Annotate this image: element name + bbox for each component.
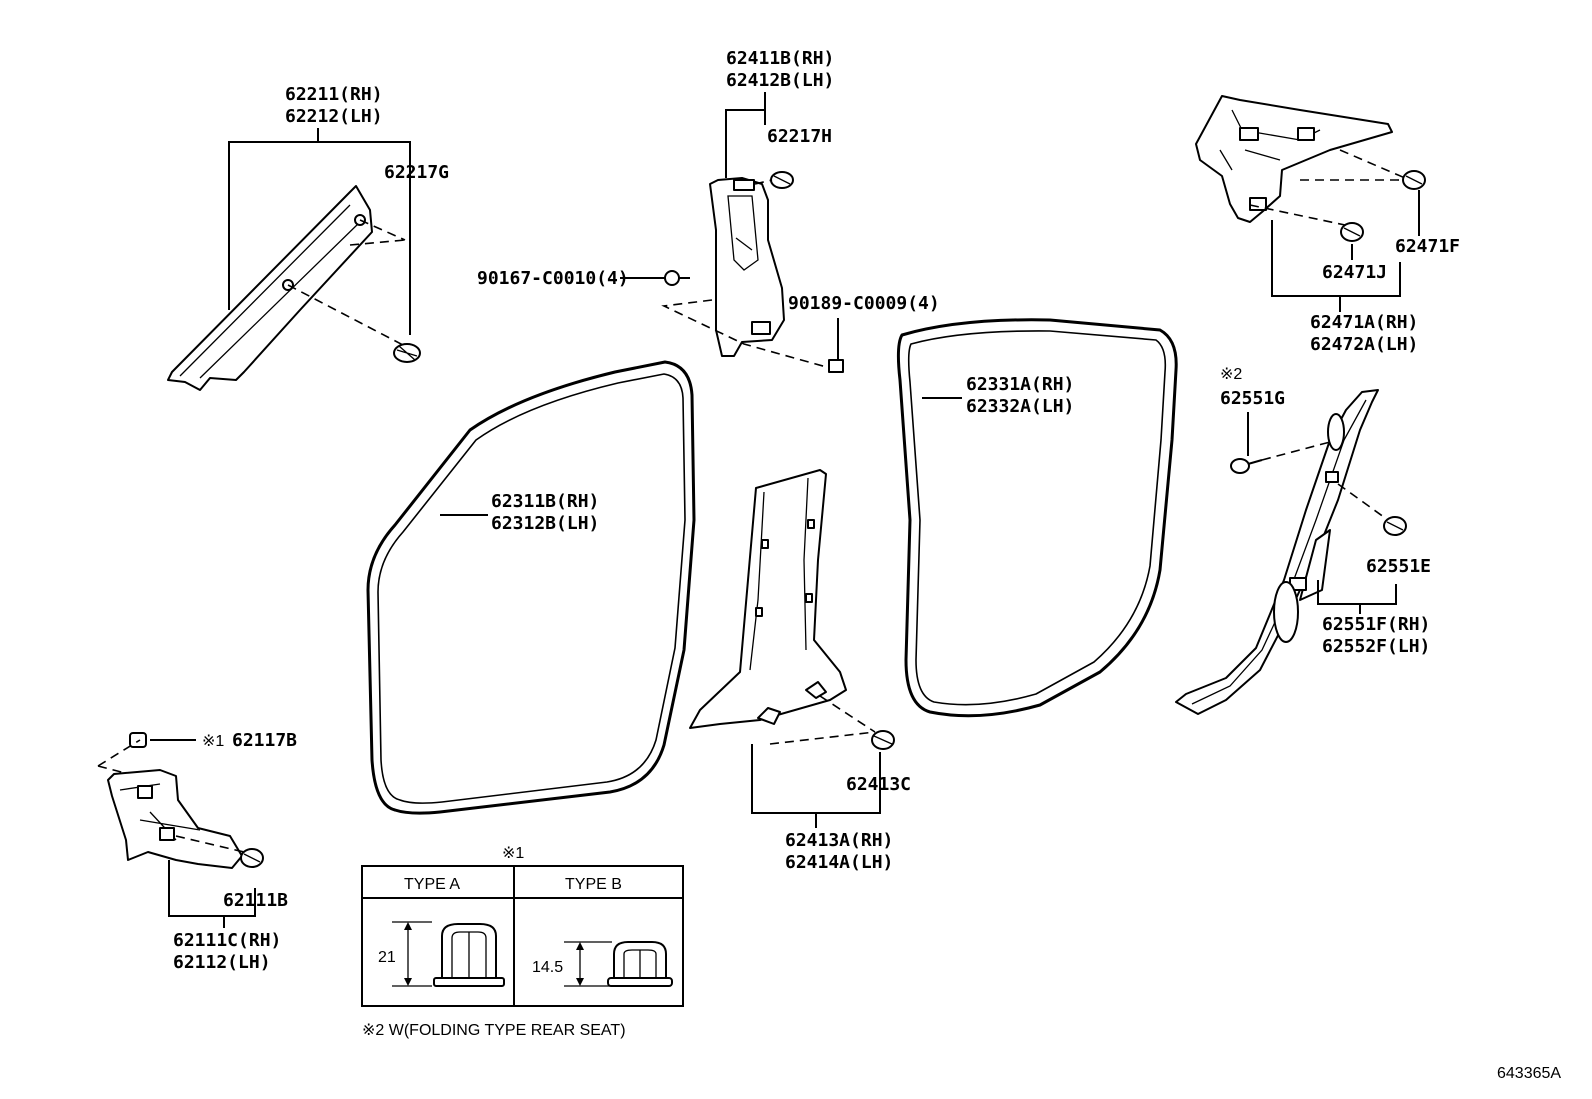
- screw-90167-icon: [664, 270, 690, 286]
- clip-62413C-icon: [871, 730, 895, 750]
- clip-62471F-label: 62471F: [1395, 236, 1460, 257]
- a-pillar-lh-label: 62212(LH): [285, 106, 383, 127]
- package-tray-lh-label: 62472A(LH): [1310, 334, 1418, 355]
- package-tray-rh-label: 62471A(RH): [1310, 312, 1418, 333]
- front-weatherstrip-lh-label: 62312B(LH): [491, 513, 599, 534]
- clip-62551E-icon: [1383, 516, 1407, 536]
- nut-90189-icon: [828, 359, 844, 373]
- b-pillar-upper-lh-label: 62412B(LH): [726, 70, 834, 91]
- clip-62217G-label: 62217G: [384, 162, 449, 183]
- c-pillar-garnish: ※2 62551G 62551E 62551F(RH) 62552F(LH): [1175, 366, 1431, 715]
- screw-90167-label: 90167-C0010(4): [477, 268, 629, 289]
- cowl-side-rh-label: 62111C(RH): [173, 930, 281, 951]
- clip-62471J-label: 62471J: [1322, 262, 1387, 283]
- footnote: ※2 W(FOLDING TYPE REAR SEAT): [362, 1022, 626, 1039]
- type-table: ※1 TYPE A TYPE B 21 14.5: [361, 845, 684, 1007]
- type-a-dimension: 21: [378, 949, 396, 966]
- rear-door-weatherstrip: 62331A(RH) 62332A(LH): [896, 318, 1178, 718]
- pin-62551G-label: 62551G: [1220, 388, 1285, 409]
- a-pillar-rh-label: 62211(RH): [285, 84, 383, 105]
- type-a-header: TYPE A: [404, 876, 460, 893]
- type-a-clip-icon: [433, 923, 505, 987]
- front-weatherstrip-rh-label: 62311B(RH): [491, 491, 599, 512]
- b-pillar-upper-garnish: 62411B(RH) 62412B(LH) 62217H 90167-C0010…: [477, 48, 940, 373]
- clip-62413C-label: 62413C: [846, 774, 911, 795]
- clip-62471F-icon: [1402, 170, 1426, 190]
- b-pillar-lower-garnish: 62413C 62413A(RH) 62414A(LH): [689, 469, 911, 873]
- pin-62551G-icon: [1230, 458, 1263, 474]
- c-pillar-rh-label: 62551F(RH): [1322, 614, 1430, 635]
- b-pillar-lower-lh-label: 62414A(LH): [785, 852, 893, 873]
- cowl-side-lh-label: 62112(LH): [173, 952, 271, 973]
- front-door-weatherstrip: 62311B(RH) 62312B(LH): [366, 360, 696, 815]
- retainer-62117B-label: 62117B: [232, 730, 297, 751]
- note-1-mark: ※1: [202, 733, 224, 750]
- clip-62471J-icon: [1340, 222, 1364, 242]
- type-b-dimension: 14.5: [532, 959, 563, 976]
- diagram-id: 643365A: [1497, 1065, 1561, 1082]
- type-b-clip-icon: [607, 941, 673, 987]
- b-pillar-upper-rh-label: 62411B(RH): [726, 48, 834, 69]
- note-2-mark: ※2: [1220, 366, 1242, 383]
- clip-62217H-label: 62217H: [767, 126, 832, 147]
- b-pillar-lower-rh-label: 62413A(RH): [785, 830, 893, 851]
- clip-62111B-icon: [240, 848, 264, 868]
- c-pillar-lh-label: 62552F(LH): [1322, 636, 1430, 657]
- type-table-title: ※1: [502, 845, 524, 862]
- nut-90189-label: 90189-C0009(4): [788, 293, 940, 314]
- a-pillar-garnish: 62211(RH) 62212(LH) 62217G: [167, 84, 449, 391]
- clip-62217G-icon: [393, 343, 421, 363]
- retainer-62117B-icon: [129, 732, 147, 748]
- rear-weatherstrip-lh-label: 62332A(LH): [966, 396, 1074, 417]
- rear-weatherstrip-rh-label: 62331A(RH): [966, 374, 1074, 395]
- clip-62217H-icon: [770, 171, 794, 189]
- package-tray-side-trim: 62471F 62471J 62471A(RH) 62472A(LH): [1195, 95, 1460, 355]
- type-b-header: TYPE B: [565, 876, 622, 893]
- clip-62551E-label: 62551E: [1366, 556, 1431, 577]
- cowl-side-trim: ※1 62117B 62111B 62111C(RH) 62112(LH): [97, 730, 297, 973]
